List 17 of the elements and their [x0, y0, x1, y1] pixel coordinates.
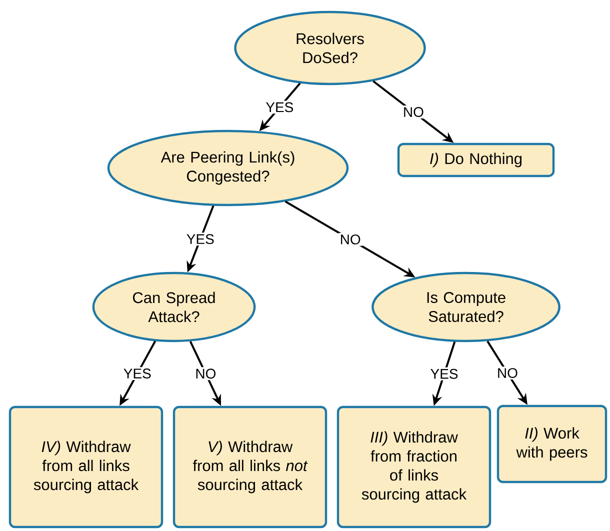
ellipse-decision: Can Spread Attack? — [92, 272, 256, 342]
edge-label: NO — [340, 234, 360, 244]
result-box: V) Withdraw from all links not sourcing attack — [172, 406, 328, 528]
edge-label: YES — [266, 102, 294, 112]
result-box: III) Withdraw from fraction of links sourcing attack — [336, 406, 492, 528]
edge-label: YES — [186, 234, 214, 244]
edge-label: NO — [196, 368, 216, 379]
edge-label: NO — [498, 368, 518, 378]
ellipse-decision: Are Peering Link(s) Congested? — [107, 130, 349, 206]
edge-label: YES — [124, 368, 151, 378]
edge-label: NO — [404, 107, 424, 117]
result-box: I) Do Nothing — [397, 142, 555, 178]
result-box: IV) Withdraw from all links sourcing attack — [8, 406, 164, 528]
result-box: II) Work with peers — [496, 404, 608, 484]
ellipse-decision: Is Compute Saturated? — [372, 272, 560, 342]
ellipse-decision: Resolvers DoSed? — [234, 10, 426, 86]
edge-label: YES — [430, 368, 458, 379]
